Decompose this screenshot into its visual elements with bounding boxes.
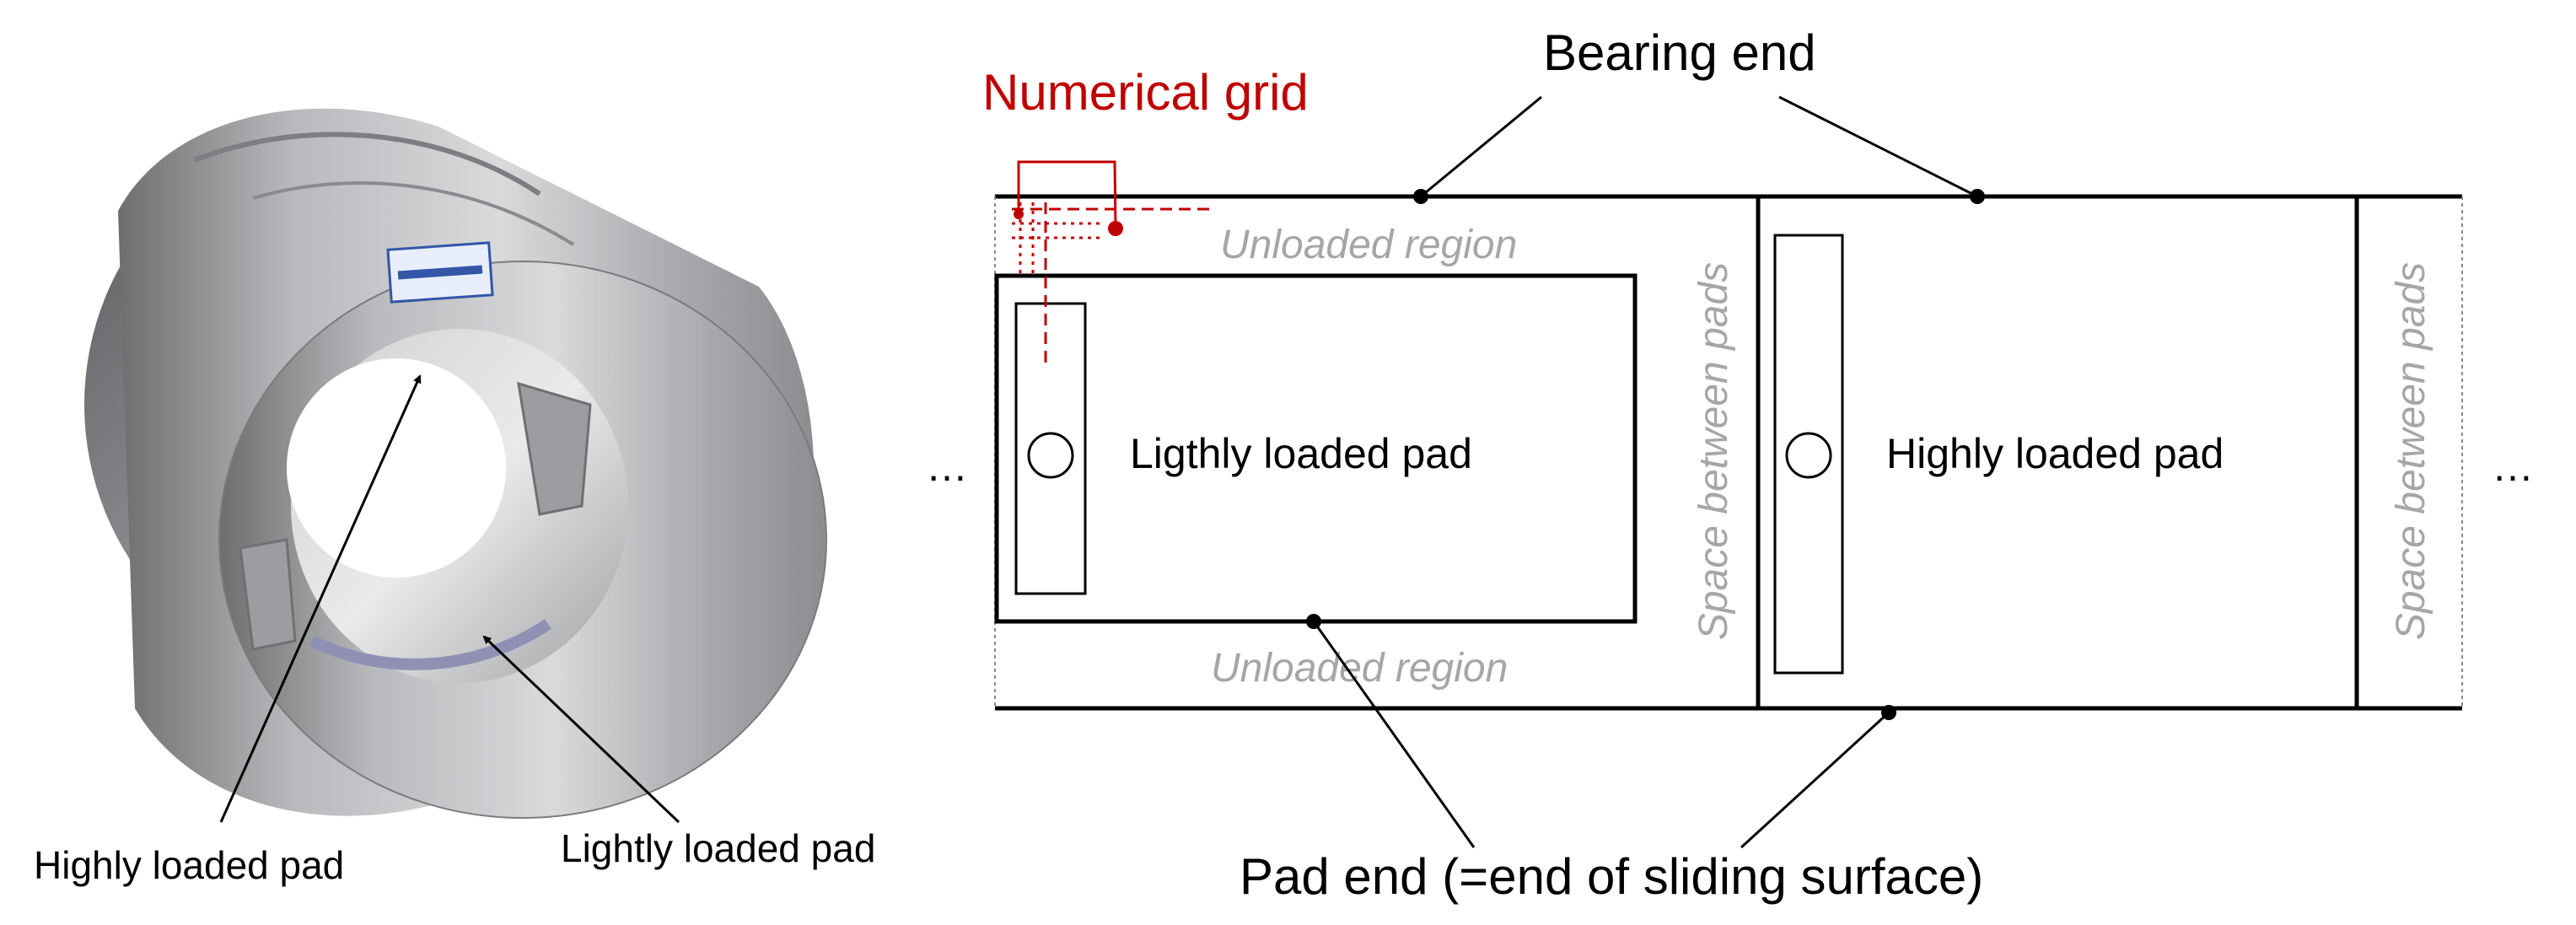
- lightly-pad-pivot: [1014, 302, 1087, 595]
- space-between-pads-1: Space between pads: [1691, 262, 1736, 640]
- highly-pad-pivot-circle: [1785, 432, 1832, 479]
- bearing-end-dot: [1970, 189, 1985, 204]
- ellipsis-left: …: [926, 443, 968, 490]
- pad-end-dot: [1306, 614, 1321, 629]
- bearing-photo: [84, 108, 827, 819]
- highly-pad-pivot: [1773, 234, 1844, 675]
- highly-loaded-pad-arrow: [219, 374, 422, 823]
- unloaded-region-bottom: Unloaded region: [1211, 646, 1508, 691]
- lightly-pad-pivot-circle: [1027, 432, 1074, 479]
- highly-loaded-pad-label-diagram: Highly loaded pad: [1886, 430, 2224, 477]
- pad-end-dot: [1881, 705, 1896, 720]
- numerical-grid-label: Numerical grid: [982, 64, 1309, 121]
- bearing-inner-pad: [517, 381, 592, 516]
- bearing-inner-ring: [309, 619, 551, 670]
- pad-end-leader: [1740, 711, 1890, 849]
- lightly-loaded-pad-label-diagram: Ligthly loaded pad: [1130, 430, 1472, 477]
- unloaded-region-top: Unloaded region: [1220, 223, 1517, 267]
- bearing-nameplate-stripe: [397, 265, 483, 280]
- bearing-end-leader: [1420, 95, 1542, 198]
- numerical-grid-leader: [1017, 160, 1117, 229]
- bearing-groove: [252, 181, 575, 246]
- bearing-end-dot: [1413, 189, 1428, 204]
- pad-end-leader: [1312, 621, 1476, 848]
- space-between-pads-2: Space between pads: [2389, 262, 2433, 640]
- bearing-end-label: Bearing end: [1543, 24, 1816, 81]
- numerical-grid-lines: [1012, 202, 1214, 367]
- bearing-groove: [192, 132, 541, 196]
- ellipsis-right: …: [2492, 443, 2534, 490]
- bearing-inner-pad: [239, 538, 297, 651]
- highly-loaded-pad-label: Highly loaded pad: [34, 843, 344, 887]
- bearing-bore-opening: [287, 358, 506, 578]
- lightly-loaded-pad-arrow: [482, 635, 680, 824]
- pad-end-label: Pad end (=end of sliding surface): [1240, 848, 1983, 905]
- bearing-end-leader: [1778, 95, 1978, 198]
- lightly-loaded-pad-label: Lightly loaded pad: [561, 826, 875, 870]
